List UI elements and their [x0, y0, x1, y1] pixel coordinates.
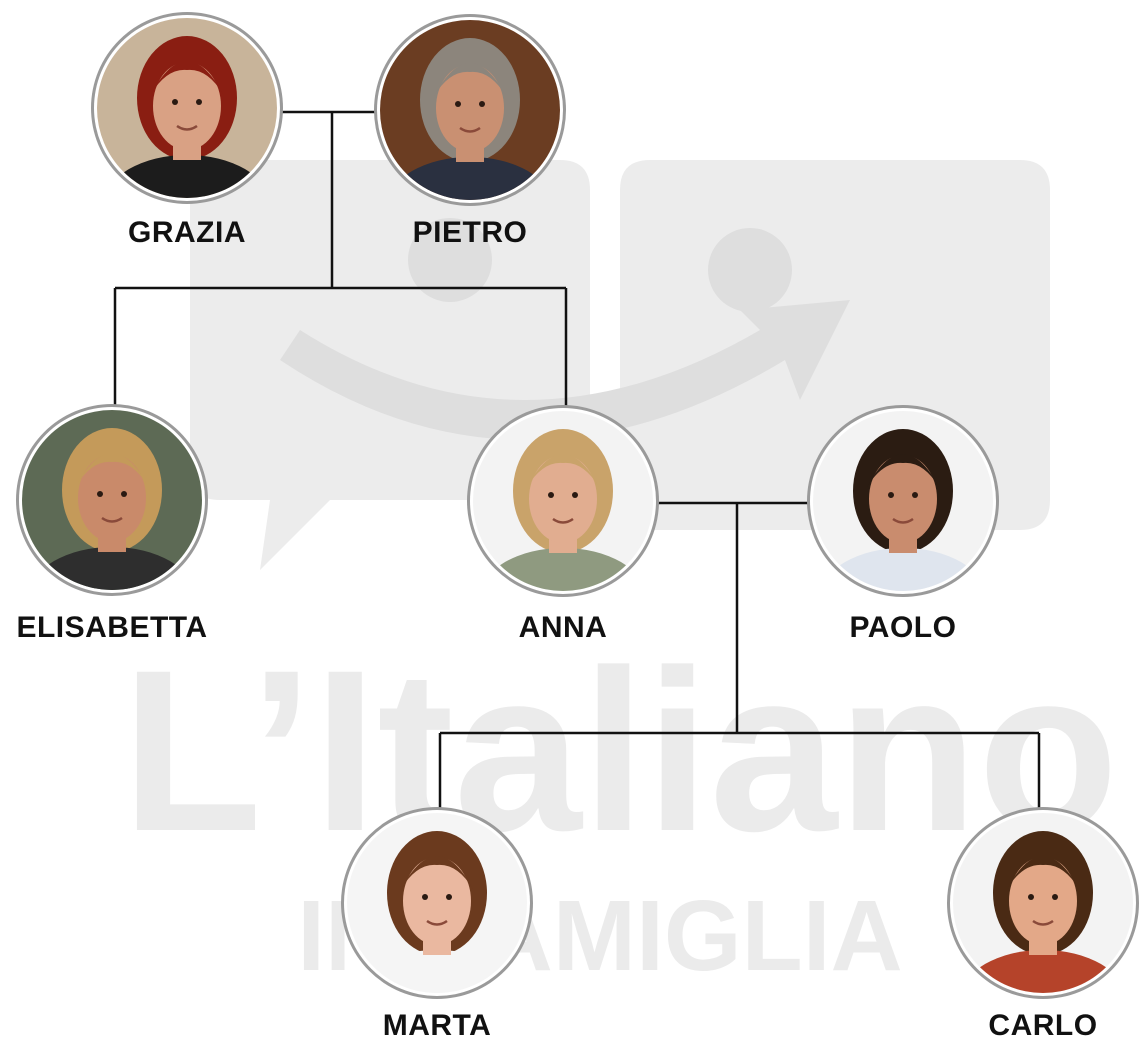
name-label-carlo: CARLO — [988, 1009, 1098, 1042]
photo-carlo — [953, 813, 1133, 993]
photo-elisabetta — [22, 410, 202, 590]
name-label-marta: MARTA — [382, 1009, 492, 1042]
portraits — [16, 12, 1139, 999]
watermark-head-left — [408, 218, 492, 302]
portrait-pietro — [374, 14, 566, 206]
watermark-head-right — [708, 228, 792, 312]
portrait-marta — [341, 807, 533, 999]
relationship-lines — [113, 110, 1041, 809]
photo-grazia — [97, 18, 277, 198]
name-label-grazia: GRAZIA — [128, 216, 246, 249]
portrait-elisabetta — [16, 404, 208, 596]
name-label-pietro: PIETRO — [412, 216, 528, 249]
portrait-anna — [467, 405, 659, 597]
photo-paolo — [813, 411, 993, 591]
name-label-paolo: PAOLO — [849, 611, 957, 644]
watermark-title: L’Italiano — [122, 622, 1119, 879]
photo-pietro — [380, 20, 560, 200]
watermark-arrow — [280, 300, 850, 440]
name-label-elisabetta: ELISABETTA — [16, 611, 208, 644]
portrait-paolo — [807, 405, 999, 597]
portrait-carlo — [947, 807, 1139, 999]
photo-marta — [347, 813, 527, 993]
name-label-anna: ANNA — [518, 611, 608, 644]
portrait-grazia — [91, 12, 283, 204]
photo-anna — [473, 411, 653, 591]
